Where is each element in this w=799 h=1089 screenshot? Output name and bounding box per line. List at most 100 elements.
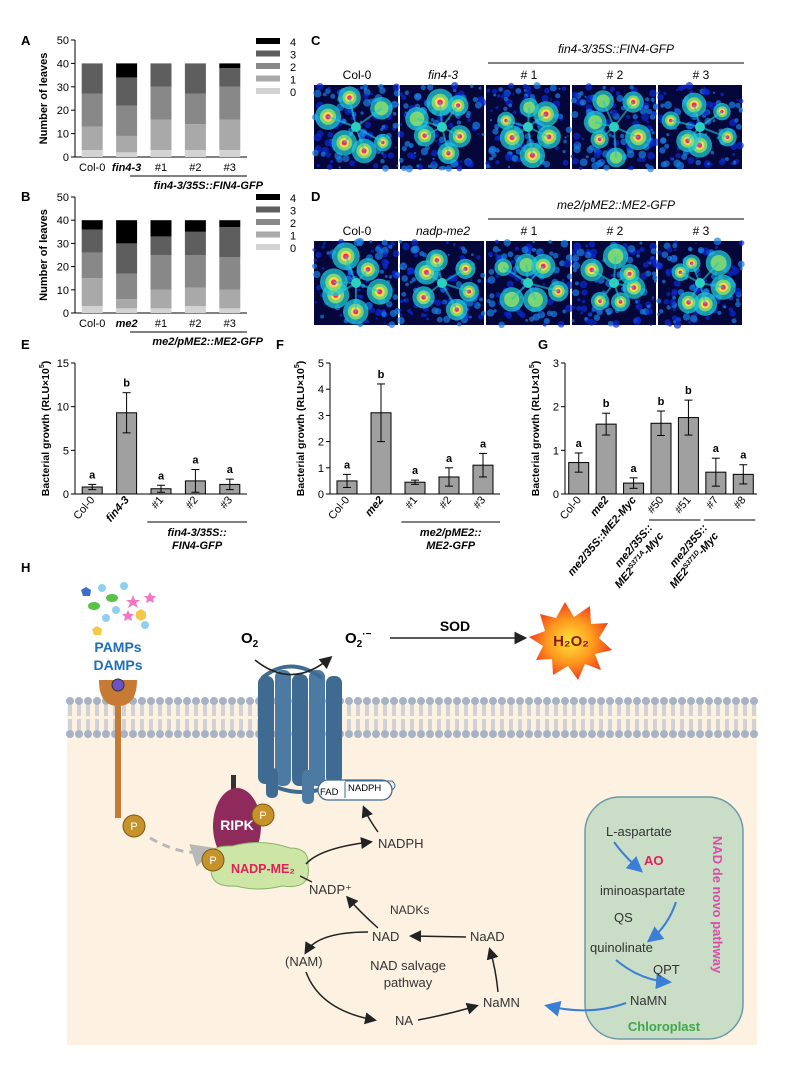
speckle bbox=[673, 320, 677, 324]
nadks-label: NADKs bbox=[390, 903, 429, 917]
speckle bbox=[510, 259, 515, 264]
lipid-head bbox=[147, 730, 155, 738]
petiole-signal bbox=[355, 126, 384, 144]
speckle bbox=[380, 151, 384, 155]
speckle bbox=[660, 161, 667, 168]
legend-swatch-3 bbox=[256, 50, 280, 57]
x-tick-label: fin4-3 bbox=[104, 494, 132, 524]
speckle bbox=[712, 91, 716, 95]
speckle bbox=[452, 83, 455, 87]
lipid-head bbox=[714, 697, 722, 705]
speckle bbox=[420, 312, 426, 318]
ripk-anchor-icon bbox=[231, 775, 236, 795]
lipid-head bbox=[471, 730, 479, 738]
lipid-head bbox=[660, 730, 668, 738]
significance-letter: a bbox=[446, 453, 453, 465]
aspartate-arrow bbox=[613, 841, 644, 873]
speckle bbox=[416, 285, 420, 288]
speckle bbox=[565, 304, 574, 313]
speckle bbox=[431, 160, 437, 166]
speckle bbox=[401, 275, 408, 282]
lipid-head bbox=[381, 697, 389, 705]
speckle bbox=[374, 252, 383, 260]
speckle bbox=[580, 305, 588, 313]
bar-segment-3 bbox=[150, 236, 172, 255]
speckle bbox=[647, 165, 655, 173]
y-axis-label-exponent: 5 bbox=[294, 364, 301, 368]
image-label: # 1 bbox=[521, 68, 538, 82]
lipid-head bbox=[345, 730, 353, 738]
speckle bbox=[651, 271, 657, 277]
lipid-head bbox=[678, 697, 686, 705]
speckle bbox=[503, 96, 509, 102]
lipid-head bbox=[345, 697, 353, 705]
lipid-head bbox=[66, 730, 74, 738]
speckle bbox=[392, 111, 397, 116]
speckle bbox=[720, 157, 725, 162]
speckle bbox=[525, 318, 529, 322]
speckle bbox=[563, 259, 572, 268]
namn-chloroplast-label: NaMN bbox=[630, 993, 667, 1008]
speckle bbox=[660, 103, 665, 108]
speckle bbox=[554, 146, 559, 151]
y-axis-label: Number of leaves bbox=[38, 209, 50, 301]
speckle bbox=[673, 248, 677, 252]
bar-segment-2 bbox=[81, 252, 103, 279]
lipid-head bbox=[480, 730, 488, 738]
speckle bbox=[386, 323, 390, 326]
speckle bbox=[581, 289, 588, 296]
speckle bbox=[496, 94, 501, 98]
speckle bbox=[716, 300, 721, 305]
speckle bbox=[734, 118, 739, 123]
bar-segment-0 bbox=[219, 149, 241, 157]
speckle bbox=[526, 85, 532, 91]
speckle bbox=[733, 287, 742, 296]
bar-segment-4 bbox=[184, 220, 206, 232]
speckle bbox=[591, 161, 600, 170]
bar-segment-3 bbox=[219, 68, 241, 87]
leaf-signal-mid bbox=[523, 101, 536, 114]
lipid-head bbox=[489, 697, 497, 705]
lipid-head bbox=[165, 730, 173, 738]
lipid-head bbox=[597, 697, 605, 705]
lipid-head bbox=[201, 697, 209, 705]
speckle bbox=[566, 273, 573, 280]
bar-segment-3 bbox=[116, 77, 138, 106]
speckle bbox=[655, 262, 664, 271]
y-tick-label: 10 bbox=[57, 129, 69, 141]
speckle bbox=[651, 110, 657, 117]
damps-label: DAMPs bbox=[93, 657, 142, 673]
speckle bbox=[381, 239, 388, 246]
o2-to-superoxide-arrow bbox=[254, 655, 333, 676]
speckle bbox=[652, 103, 660, 110]
speckle bbox=[627, 167, 631, 170]
speckle bbox=[529, 94, 535, 100]
leaf-signal-mid bbox=[519, 258, 534, 273]
lipid-head bbox=[93, 697, 101, 705]
ao-label: AO bbox=[644, 853, 664, 868]
lipid-head bbox=[129, 730, 137, 738]
speckle bbox=[666, 247, 673, 253]
speckle bbox=[457, 322, 462, 327]
y-tick-label: 10 bbox=[57, 285, 69, 297]
speckle bbox=[398, 157, 404, 163]
speckle bbox=[571, 91, 579, 99]
speckle bbox=[612, 320, 620, 328]
speckle bbox=[434, 139, 438, 143]
speckle bbox=[580, 311, 584, 315]
speckle bbox=[490, 109, 493, 112]
speckle bbox=[573, 242, 582, 251]
lipid-head bbox=[426, 697, 434, 705]
speckle bbox=[321, 266, 325, 270]
speckle bbox=[470, 84, 474, 88]
speckle bbox=[738, 98, 744, 104]
y-axis-label-close: ) bbox=[40, 361, 52, 365]
image-label: nadp-me2 bbox=[416, 224, 470, 238]
speckle bbox=[523, 88, 527, 92]
group-label: fin4-3/35S::FIN4-GFP bbox=[558, 42, 674, 56]
speckle bbox=[609, 86, 615, 92]
speckle bbox=[675, 153, 681, 159]
significance-letter: a bbox=[344, 459, 351, 471]
speckle bbox=[546, 298, 554, 306]
